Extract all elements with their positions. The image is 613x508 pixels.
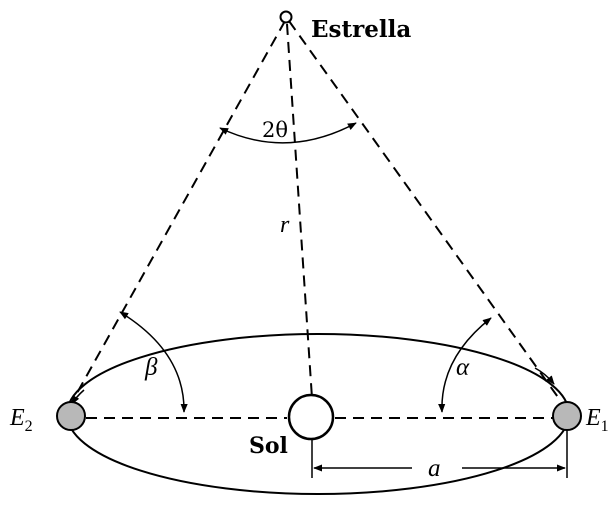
sight-line-right (288, 20, 561, 401)
angle-alpha-label: α (456, 354, 470, 381)
sight-line-left (71, 20, 286, 403)
earth-right (552, 401, 582, 431)
orbit-arrow-right (534, 367, 555, 385)
angle-2theta-label: 2θ (262, 118, 288, 142)
earth-right-label: E1 (585, 405, 609, 435)
angle-beta-label: β (144, 354, 158, 381)
radius-line (286, 23, 313, 399)
angle-beta-arc (119, 311, 188, 413)
angle-alpha-arc (438, 317, 492, 413)
angle-2theta-arc (219, 122, 357, 144)
distance-label: a (428, 455, 441, 482)
star-marker (279, 10, 293, 24)
sun-label: Sol (249, 433, 288, 459)
earth-left-label: E2 (9, 405, 33, 435)
star-label: Estrella (311, 16, 411, 43)
radius-label: r (280, 212, 290, 238)
earth-left (56, 401, 86, 431)
sun (287, 393, 335, 441)
